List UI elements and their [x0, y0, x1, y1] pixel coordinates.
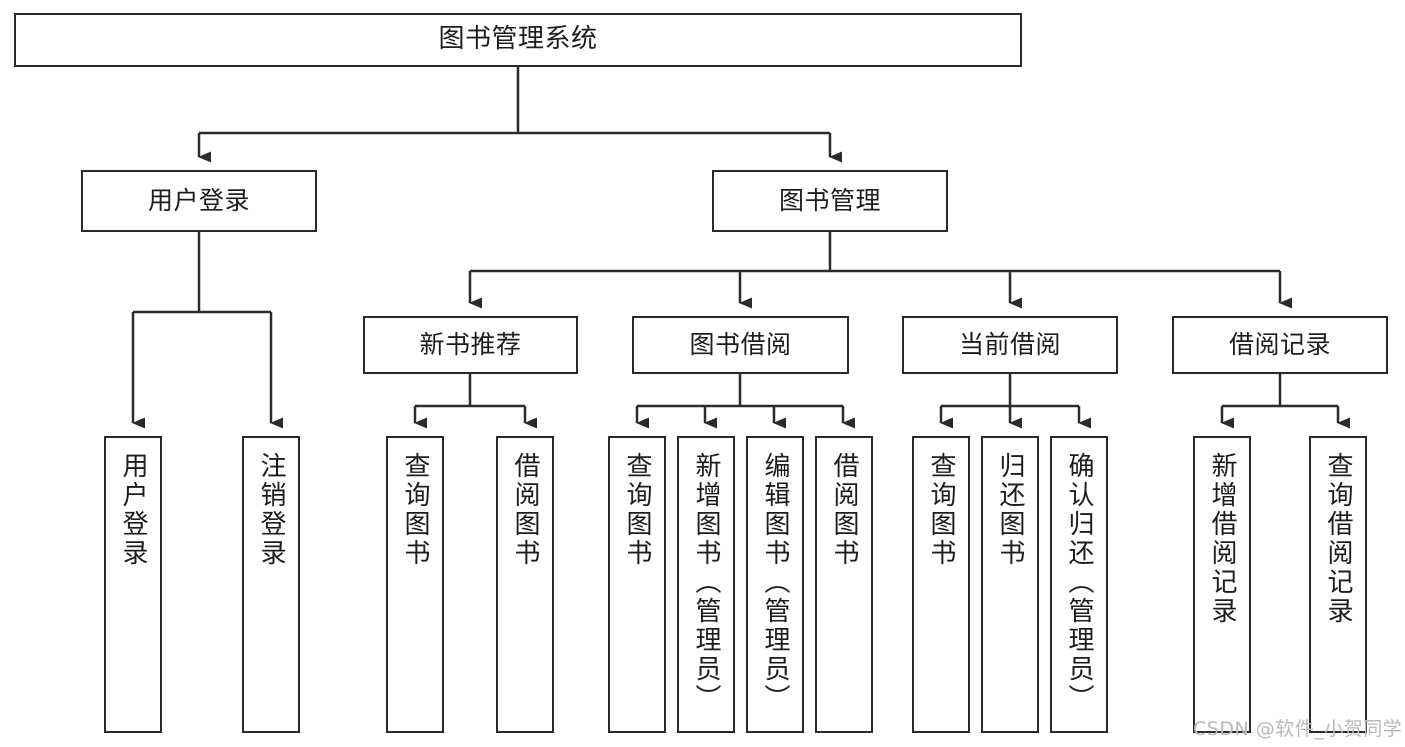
node-label: 用户登录 — [118, 452, 148, 568]
node-label: 借阅图书 — [510, 452, 540, 568]
node-label: 新增图书（管理员） — [691, 452, 721, 713]
leaf-user-login[interactable]: 用户登录 — [104, 436, 162, 733]
leaf-edit-book-admin[interactable]: 编辑图书（管理员） — [746, 436, 804, 733]
leaf-borrow-book[interactable]: 借阅图书 — [815, 436, 873, 733]
watermark: CSDN @软件_小贺同学 — [1193, 718, 1403, 740]
leaf-confirm-return-admin[interactable]: 确认归还（管理员） — [1050, 436, 1108, 733]
leaf-query-book-recommend[interactable]: 查询图书 — [386, 436, 444, 733]
node-label: 确认归还（管理员） — [1064, 452, 1094, 713]
node-current-borrow[interactable]: 当前借阅 — [902, 316, 1118, 374]
leaf-query-borrow-record[interactable]: 查询借阅记录 — [1309, 436, 1367, 733]
node-new-book-recommend[interactable]: 新书推荐 — [363, 316, 578, 374]
node-label: 当前借阅 — [958, 330, 1061, 359]
node-label: 查询图书 — [926, 452, 956, 568]
node-label: 编辑图书（管理员） — [760, 452, 790, 713]
leaf-logout[interactable]: 注销登录 — [242, 436, 300, 733]
node-label: 查询借阅记录 — [1323, 452, 1353, 626]
node-label: 查询图书 — [400, 452, 430, 568]
node-root[interactable]: 图书管理系统 — [14, 13, 1022, 67]
node-label: 注销登录 — [256, 452, 286, 568]
node-label: 新增借阅记录 — [1207, 452, 1237, 626]
leaf-add-book-admin[interactable]: 新增图书（管理员） — [677, 436, 735, 733]
node-book-borrow[interactable]: 图书借阅 — [632, 316, 849, 374]
node-label: 新书推荐 — [419, 330, 522, 359]
node-user-login[interactable]: 用户登录 — [81, 170, 317, 232]
leaf-borrow-book-recommend[interactable]: 借阅图书 — [496, 436, 554, 733]
node-borrow-records[interactable]: 借阅记录 — [1172, 316, 1388, 374]
leaf-add-borrow-record[interactable]: 新增借阅记录 — [1193, 436, 1251, 733]
leaf-query-book-current[interactable]: 查询图书 — [912, 436, 970, 733]
node-label: 图书管理系统 — [438, 24, 598, 55]
node-label: 归还图书 — [995, 452, 1025, 568]
node-label: 图书借阅 — [689, 330, 792, 359]
node-book-management[interactable]: 图书管理 — [712, 170, 948, 232]
leaf-query-book-borrow[interactable]: 查询图书 — [608, 436, 666, 733]
node-label: 图书管理 — [778, 186, 881, 215]
node-label: 查询图书 — [622, 452, 652, 568]
node-label: 用户登录 — [147, 186, 250, 215]
node-label: 借阅图书 — [829, 452, 859, 568]
node-label: 借阅记录 — [1228, 330, 1331, 359]
leaf-return-book[interactable]: 归还图书 — [981, 436, 1039, 733]
